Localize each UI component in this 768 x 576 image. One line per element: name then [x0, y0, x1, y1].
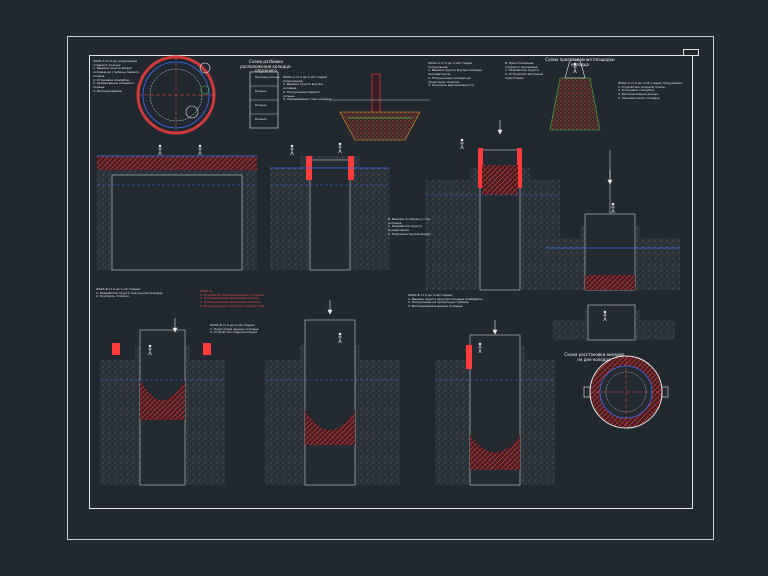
ring-plan-top — [136, 55, 216, 135]
final-ring-plan — [583, 355, 669, 429]
stage7-note: ФАЗА Б от 0 до 3-ой стадии: 1. Выемка гр… — [408, 293, 484, 309]
drawing-sheet — [67, 36, 714, 540]
stage1-note: ФАЗА А от 0 до сооружения опорного кольц… — [93, 59, 140, 93]
stage4-right-note: ФАЗА А от 0 до 3-ой стадии погружения: 1… — [618, 81, 684, 100]
stage-section-5 — [100, 317, 225, 486]
frame-corner-mark — [683, 49, 699, 56]
well-layout-title: Схема приготовления площадки колодца — [545, 57, 615, 67]
stage5-center-note: ФАЗА Б: 1. Устройство дополнительного ко… — [200, 289, 266, 308]
stage2-note: ФАЗА А от 0 до 1-ой стадии погружения: 1… — [283, 75, 333, 102]
level-lines — [97, 184, 560, 381]
drawing-frame — [89, 55, 693, 509]
stage-section-crane-lower — [553, 304, 675, 341]
final-plan-title: Схема расстановки анкеров на дне колодца — [564, 352, 624, 362]
stage6-note: ФАЗА Б от 0 до 2-ой стадии: 1. Подготовк… — [210, 323, 260, 335]
stage3-note: ФАЗА А от 0 до 2-ой стадии погружения: 1… — [428, 61, 483, 88]
ring-label-1: Нижнее кольцо — [255, 75, 280, 79]
stage3-side-note: Б. Выемка по бокам у стен колодца. 1. Ра… — [388, 217, 432, 236]
stage5-note: ФАЗА Б от 0 до 1-ой стадии: 1. Разработк… — [96, 287, 164, 299]
well-layout-scheme — [549, 59, 601, 131]
stage-section-3 — [425, 119, 560, 291]
stage-section-7 — [435, 319, 555, 486]
ring-scheme-stack — [249, 71, 279, 129]
ring-label-4: Кольцо — [255, 117, 267, 121]
ring-label-3: Кольцо — [255, 103, 267, 107]
ring-scheme-title: Схема разбивки расположения колодца-опус… — [240, 59, 292, 74]
stage-section-crane — [546, 150, 680, 291]
stage4-top-note: Б. Приготовление опорного основания: 1. … — [505, 61, 543, 80]
anchor-detail-diagram — [330, 73, 430, 141]
stage-section-1 — [97, 144, 257, 271]
stage-section-6 — [265, 299, 400, 486]
ring-label-2: Кольцо — [255, 89, 267, 93]
stage-section-2 — [270, 142, 390, 271]
